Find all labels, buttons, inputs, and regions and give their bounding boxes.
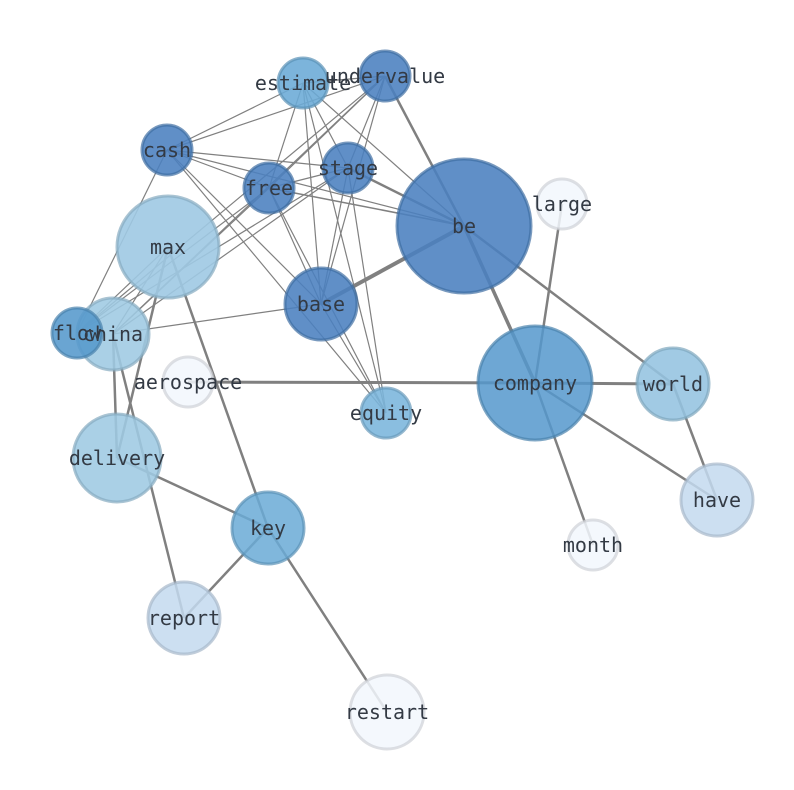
node-restart[interactable] xyxy=(348,673,426,751)
edge-cash-undervalue xyxy=(166,75,386,151)
node-base[interactable] xyxy=(283,266,359,342)
node-label-undervalue: undervalue xyxy=(325,64,445,88)
node-label-stage: stage xyxy=(318,156,378,180)
node-label-world: world xyxy=(643,372,703,396)
node-label-restart: restart xyxy=(345,700,429,724)
edge-flow-undervalue xyxy=(76,75,386,334)
node-label-be: be xyxy=(452,214,476,238)
node-label-delivery: delivery xyxy=(69,446,165,470)
edge-free-undervalue xyxy=(268,75,386,189)
node-label-china: china xyxy=(83,322,143,346)
labels-layer: be company max base delivery china world key hav… xyxy=(53,64,741,724)
node-company[interactable] xyxy=(476,324,594,442)
node-aerospace[interactable] xyxy=(161,355,215,409)
node-month[interactable] xyxy=(566,518,620,572)
edge-stage-equity xyxy=(347,167,387,414)
node-cash[interactable] xyxy=(140,123,194,177)
node-key[interactable] xyxy=(230,490,306,566)
node-label-month: month xyxy=(563,533,623,557)
node-max[interactable] xyxy=(115,194,221,300)
node-label-flow: flow xyxy=(53,321,102,345)
node-label-key: key xyxy=(250,516,286,540)
node-flow[interactable] xyxy=(50,306,104,360)
node-undervalue[interactable] xyxy=(358,49,412,103)
node-label-report: report xyxy=(148,606,220,630)
node-label-free: free xyxy=(245,176,293,200)
edge-estimate-equity xyxy=(302,82,387,414)
node-label-large: large xyxy=(532,192,592,216)
node-label-aerospace: aerospace xyxy=(134,370,242,394)
node-large[interactable] xyxy=(535,177,589,231)
nodes-layer xyxy=(50,49,755,751)
node-label-cash: cash xyxy=(143,138,191,162)
node-be[interactable] xyxy=(395,157,533,295)
node-world[interactable] xyxy=(635,346,711,422)
node-label-equity: equity xyxy=(350,401,422,425)
node-report[interactable] xyxy=(146,580,222,656)
edge-cash-equity xyxy=(166,149,387,414)
node-label-estimate: estimate xyxy=(255,71,351,95)
node-equity[interactable] xyxy=(359,386,413,440)
edge-cash-stage xyxy=(166,149,349,169)
node-free[interactable] xyxy=(242,161,296,215)
node-estimate[interactable] xyxy=(276,56,330,110)
node-have[interactable] xyxy=(679,462,755,538)
node-label-max: max xyxy=(150,235,186,259)
node-stage[interactable] xyxy=(321,141,375,195)
node-label-company: company xyxy=(493,371,577,395)
node-delivery[interactable] xyxy=(71,412,163,504)
edge-china-stage xyxy=(112,167,349,335)
node-label-have: have xyxy=(693,488,741,512)
node-label-base: base xyxy=(297,292,345,316)
